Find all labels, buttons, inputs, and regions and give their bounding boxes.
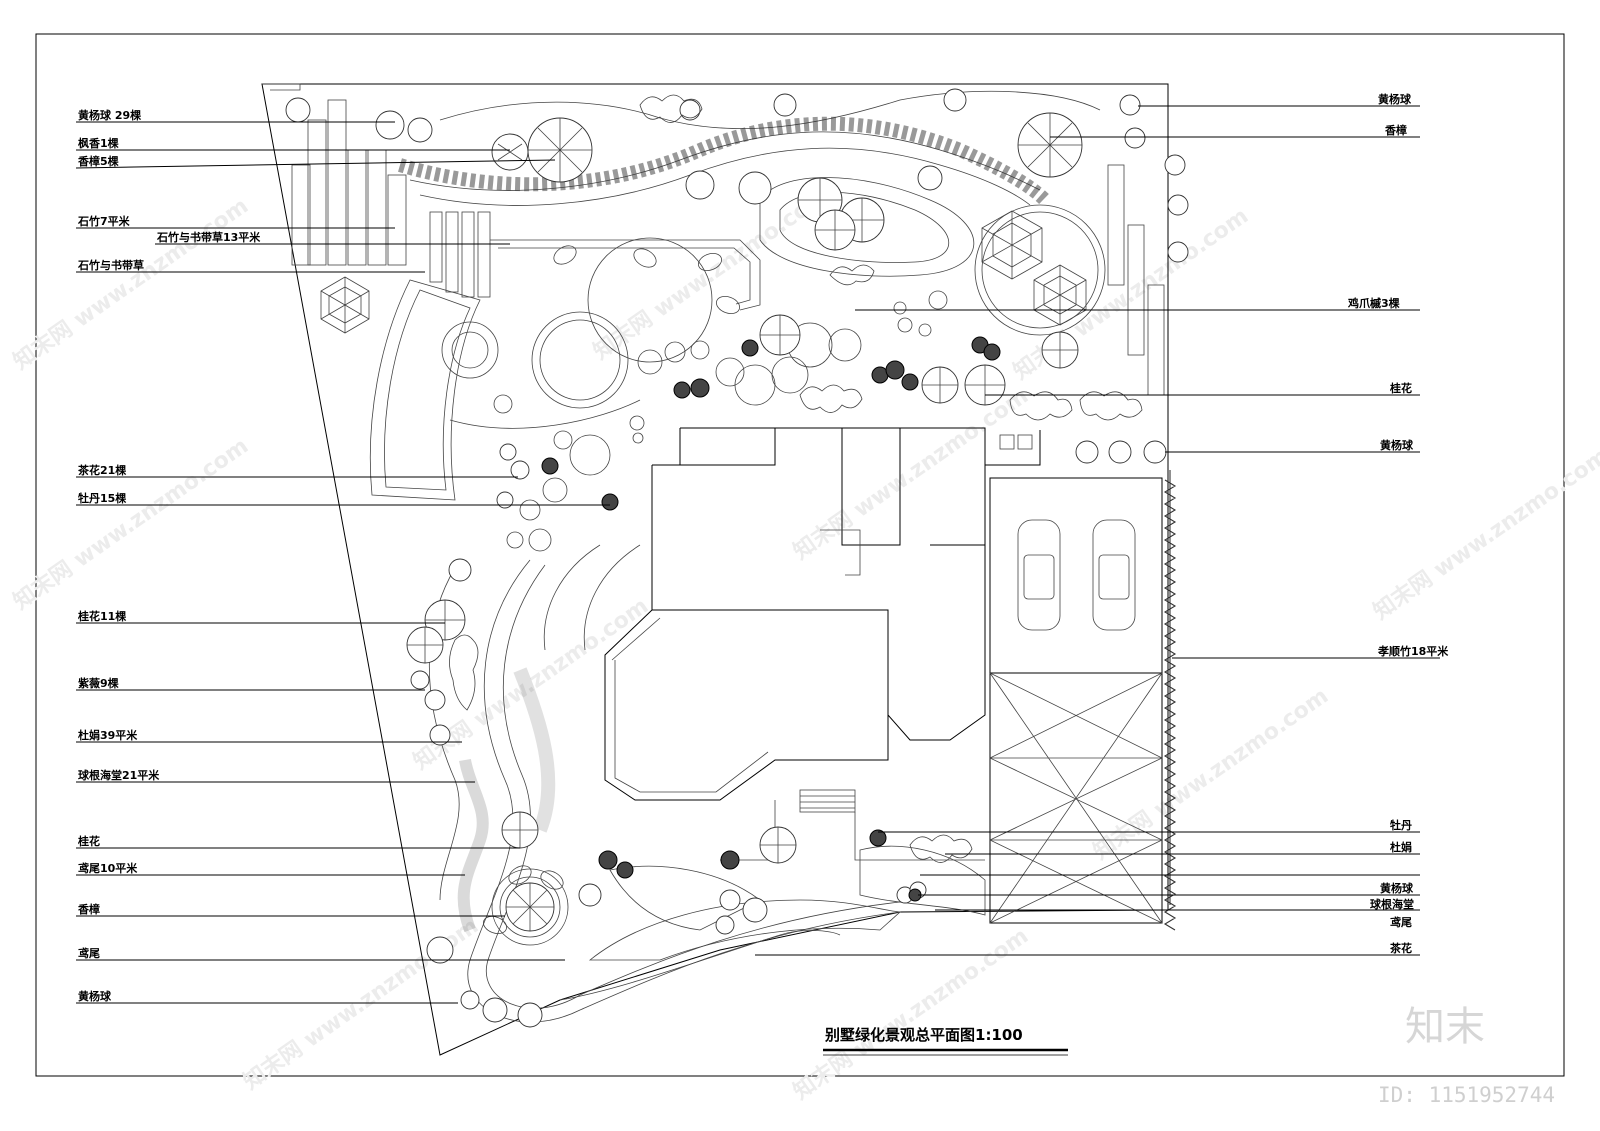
left-terrace: [369, 237, 713, 501]
osmanthus-tree: [759, 826, 797, 864]
bamboo-strip: [1163, 470, 1177, 931]
label-right-camphor: 香樟: [1384, 123, 1407, 137]
label-right-peony: 牡丹: [1390, 818, 1412, 832]
label-right-boxwood-2: 黄杨球: [1380, 438, 1414, 452]
labels-left: 黄杨球 29棵 枫香1棵 香樟5棵 石竹7平米 石竹与书带草13平米 石竹与书带…: [77, 108, 261, 1003]
label-dianthus-7: 石竹7平米: [77, 214, 131, 228]
watermark-text: 知末网 www.znzmo.com: [1369, 443, 1600, 625]
drawing-title-block: 别墅绿化景观总平面图1:100: [823, 1026, 1068, 1056]
shrub-masses: [449, 94, 1143, 863]
label-dianthus-grass-13: 石竹与书带草13平米: [156, 230, 261, 244]
label-right-boxwood: 黄杨球: [1378, 92, 1412, 106]
osmanthus-tree: [964, 364, 1006, 406]
label-right-osmanthus: 桂花: [1389, 381, 1412, 395]
camphor-tree: [505, 882, 555, 932]
label-camphor: 香樟: [77, 902, 100, 916]
boxwood-shrubs: [285, 88, 1189, 1028]
pavilion-right-1: [981, 210, 1043, 280]
peony-shrubs: [541, 336, 1001, 902]
brick-wall: [291, 99, 1165, 396]
label-peony-15: 牡丹15棵: [78, 491, 126, 505]
label-right-azalea: 杜娟: [1390, 840, 1412, 854]
osmanthus-tree: [759, 314, 801, 356]
label-boxwood-29: 黄杨球 29棵: [78, 108, 141, 122]
label-iris-10: 鸢尾10平米: [78, 861, 138, 875]
label-boxwood: 黄杨球: [78, 989, 112, 1003]
watermark-text: 知末网 www.znzmo.com: [789, 923, 1034, 1105]
watermark-text: 知末网 www.znzmo.com: [9, 193, 254, 375]
labels-right: 黄杨球 香樟 鸡爪槭3棵 桂花 黄杨球 孝顺竹18平米 牡丹 杜娟 黄杨球 球根…: [1347, 92, 1449, 955]
watermark-logo: 知末: [1405, 1004, 1485, 1050]
label-right-begonia: 球根海堂: [1370, 897, 1414, 911]
label-crape-myrtle-9: 紫薇9棵: [78, 676, 119, 690]
planter-box: [490, 239, 761, 311]
maple-tree: [814, 209, 856, 251]
watermark-text: 知末网 www.znzmo.com: [1089, 683, 1334, 865]
label-sweetgum-1: 枫香1棵: [78, 136, 119, 150]
maple-tree: [1041, 331, 1079, 369]
pavilion-right-2: [1033, 264, 1087, 326]
label-azalea-39: 杜娟39平米: [78, 728, 138, 742]
car-1: [1017, 519, 1061, 631]
drawing-frame: [35, 33, 1565, 1077]
drawing-title: 别墅绿化景观总平面图1:100: [824, 1026, 1023, 1044]
leader-lines: [75, 105, 1440, 1004]
watermark-pattern: 知末网 www.znzmo.com 知末网 www.znzmo.com 知末网 …: [9, 183, 1600, 1105]
stepping-stones: [493, 290, 948, 552]
tree-symbols: [285, 88, 1189, 1028]
pavilion-left: [320, 276, 370, 334]
label-osmanthus: 桂花: [77, 834, 100, 848]
label-osmanthus-11: 桂花11棵: [77, 609, 126, 623]
villa-footprint: [604, 427, 1041, 801]
label-right-camellia: 茶花: [1389, 941, 1412, 955]
boundary-notch: [262, 83, 301, 91]
north-garden: [397, 90, 1101, 277]
label-dianthus-grass: 石竹与书带草: [77, 258, 144, 272]
leaf-symbols: [482, 245, 741, 934]
label-begonia-21: 球根海堂21平米: [78, 768, 160, 782]
camphor-tree: [1017, 112, 1083, 178]
pavilion-terrace-inner: [981, 211, 1099, 329]
osmanthus-tree: [501, 811, 539, 849]
site-boundary: [261, 83, 1169, 1056]
watermark-text: 知末网 www.znzmo.com: [9, 433, 254, 615]
label-right-bamboo-18: 孝顺竹18平米: [1377, 644, 1449, 658]
garden-steps: [429, 211, 491, 298]
sweetgum-tree: [491, 133, 529, 171]
label-iris: 鸢尾: [78, 946, 100, 960]
pavilion-terrace: [974, 204, 1106, 336]
watermark-id: ID: 1151952744: [1378, 1083, 1555, 1107]
camphor-tree: [527, 117, 593, 183]
garage-driveway: [989, 477, 1163, 924]
osmanthus-tree: [406, 626, 444, 664]
label-right-maple-3: 鸡爪槭3棵: [1347, 296, 1400, 310]
south-garden: [428, 544, 986, 1023]
car-2: [1092, 519, 1136, 631]
label-right-iris: 鸢尾: [1390, 915, 1412, 929]
watermark-text: 知末网 www.znzmo.com: [789, 383, 1034, 565]
label-camphor-5: 香樟5棵: [77, 154, 119, 168]
osmanthus-tree: [921, 366, 959, 404]
label-camellia-21: 茶花21棵: [77, 463, 126, 477]
label-right-boxwood-3: 黄杨球: [1380, 881, 1414, 895]
